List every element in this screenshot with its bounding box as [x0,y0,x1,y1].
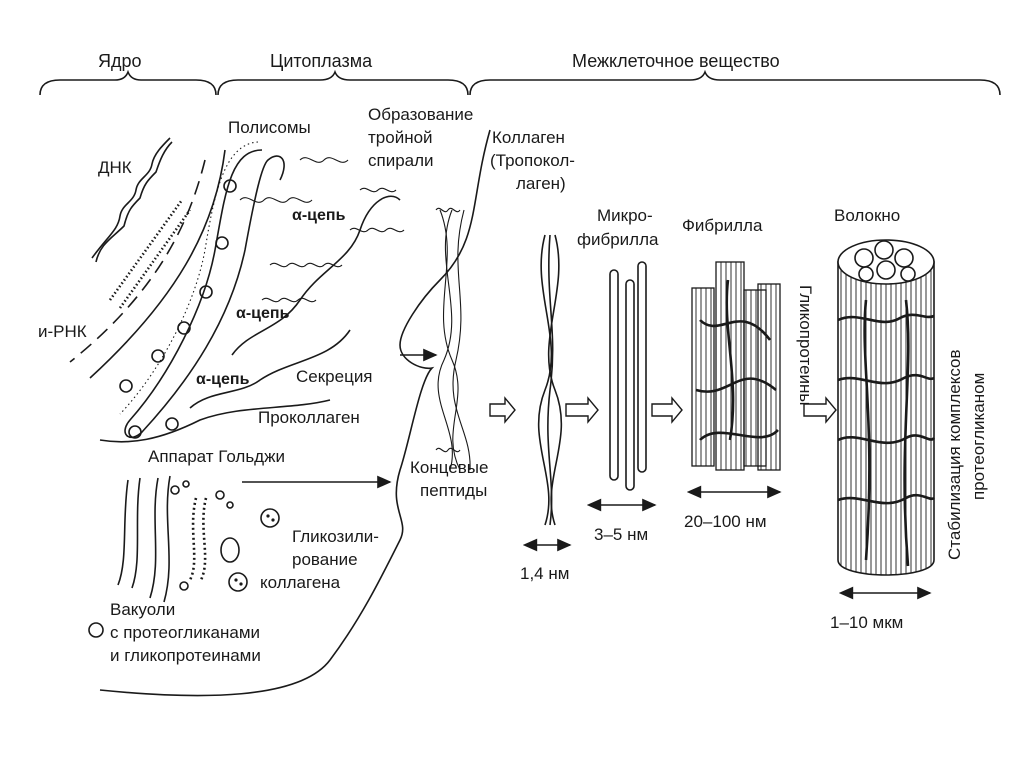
golgi-label: Аппарат Гольджи [148,447,285,466]
triple-helix-label-2: тройной [368,128,433,147]
proteoglycan-bands [837,299,936,567]
microfibril-dimension: 3–5 нм [594,525,648,544]
glycosylation-granules [179,508,280,592]
collagen-label-1: Коллаген [492,128,565,147]
alpha-chain-squiggle-3 [359,187,397,193]
cell-membrane [99,129,491,697]
alpha-chain-squiggle-2 [261,297,317,303]
nuclear-envelope-outer [89,149,226,379]
triple-helix-strands [435,207,471,471]
mrna-label: и-РНК [38,322,87,341]
mrna-strand [108,199,184,301]
arrow-to-fibril [651,396,683,424]
vacuoles-label-3: и гликопротеинами [110,646,261,665]
glyco-label-3: коллагена [260,573,341,592]
glycoproteins-label: Гликопротеины [796,285,815,406]
fibril-label: Фибрилла [682,216,763,235]
golgi-cisternae [117,475,240,603]
fiber-label: Волокно [834,206,900,225]
arrow-to-fiber [803,396,837,424]
collagen-dimension: 1,4 нм [520,564,569,583]
arrow-to-microfibril [565,396,599,424]
dna-helix [91,137,171,259]
glyco-label-2: рование [292,550,358,569]
secretion-label: Секреция [296,367,373,386]
er-cistern-4 [99,399,331,443]
golgi-region: Аппарат Гольджи Гликозили- рование ко [88,447,392,665]
er-cistern-3 [189,329,351,409]
vacuoles-label-1: Вакуоли [110,600,175,619]
nuclear-envelope-inner [69,159,206,363]
end-peptides-label-1: Концевые [410,458,488,477]
dna-label: ДНК [98,158,132,177]
polysome-chain-2 [299,157,349,163]
collagen-label-2: (Тропокол- [490,151,575,170]
cytoplasm-brace [217,69,469,96]
triple-helix-region: Образование тройной спирали Коллаген (Тр… [99,105,575,697]
alpha-chain-squiggle-1 [269,262,343,268]
vacuole-icon [88,622,104,638]
nucleus-region: ДНК и-РНК [38,137,226,379]
fiber: Волокно 1–10 мкм Стабилизация комплексов… [830,206,988,632]
alpha-chain-squiggle-4 [349,227,405,233]
vacuoles-label-2: с протеогликанами [110,623,260,642]
fiber-dimension: 1–10 мкм [830,613,903,632]
tropocollagen: 1,4 нм [520,234,572,583]
ribosomes [119,179,237,439]
microfibril-label-2: фибрилла [577,230,659,249]
rough-er [124,149,285,438]
arrow-to-collagen [489,396,516,424]
alpha-chain-3-label: α-цепь [196,371,250,388]
triple-helix-label-3: спирали [368,151,434,170]
stabilization-label-2: протеогликаном [969,373,988,500]
er-ribosome-dots [119,141,259,415]
microfibril: Микро- фибрилла 3–5 нм [577,206,659,544]
section-nucleus: Ядро [98,51,142,71]
cytoplasm-region: Полисомы α-цепь α-цепь α-цепь [99,118,405,443]
glyco-label-1: Гликозили- [292,527,379,546]
mrna-strand-2 [118,209,192,309]
polysome-chain-1 [239,197,313,203]
section-extracellular: Межклеточное вещество [572,51,780,71]
er-cistern-2 [231,195,401,356]
dna-helix-strand-2 [95,141,173,263]
procollagen-label: Проколлаген [258,408,360,427]
stabilization-label-1: Стабилизация комплексов [945,349,964,560]
fibril-dimension: 20–100 нм [684,512,767,531]
triple-helix-label-1: Образование [368,105,473,124]
fiber-cross-section [854,240,916,282]
nucleus-brace [39,69,217,96]
end-peptides-label-2: пептиды [420,481,487,500]
microfibril-label-1: Микро- [597,206,653,225]
collagen-label-3: лаген) [516,174,566,193]
section-headers: Ядро Цитоплазма Межклеточное вещество [39,51,1001,96]
alpha-chain-2-label: α-цепь [236,305,290,322]
polysomes-label: Полисомы [228,118,311,137]
progression-arrows [489,396,837,424]
section-cytoplasm: Цитоплазма [270,51,373,71]
fibril: Фибрилла 20–100 нм Гликопротеины [682,216,815,531]
alpha-chain-1-label: α-цепь [292,207,346,224]
extracellular-brace [469,69,1001,96]
